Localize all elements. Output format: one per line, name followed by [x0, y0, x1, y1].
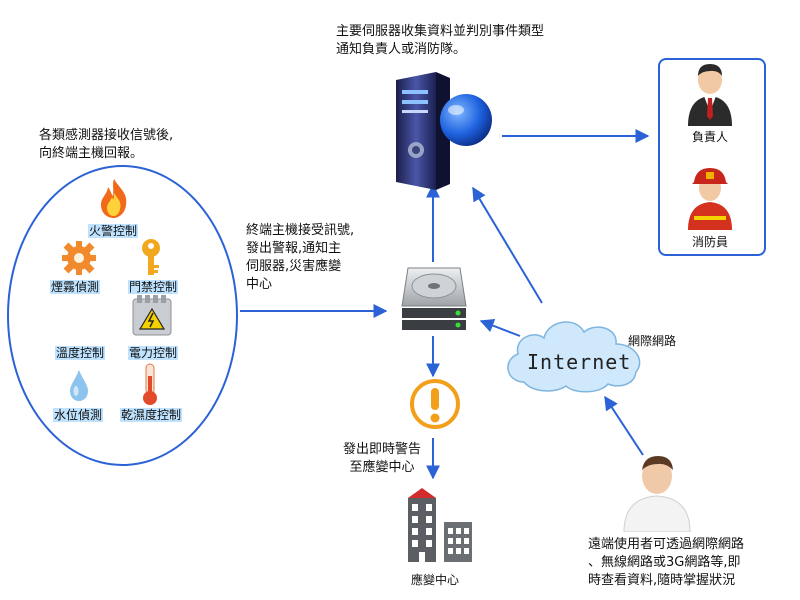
sensor-label-smoke: 煙霧偵測: [50, 280, 101, 294]
terminal-caption-line2: 發出警報,通知主: [246, 241, 342, 256]
alert-caption-line1: 發出即時警告: [342, 442, 421, 457]
server-caption-line2: 通知負責人或消防隊。: [336, 42, 467, 57]
remote-caption-line3: 時查看資料,隨時掌握狀況: [588, 573, 736, 588]
response-center-label: 應變中心: [411, 573, 460, 587]
sensor-label-water: 水位偵測: [53, 408, 104, 422]
remote-caption: 遠端使用者可透過網際網路 、無線網路或3G網路等,即 時查看資料,隨時掌握狀況: [588, 536, 744, 590]
sensors-ellipse: [7, 165, 238, 466]
alert-caption-line2: 至應變中心: [349, 460, 415, 475]
terminal-caption-line4: 中心: [246, 277, 273, 292]
sensor-label-power: 電力控制: [128, 346, 179, 360]
role-label-firefighter: 消防員: [692, 235, 729, 249]
alert-icon: [410, 379, 460, 429]
water-drop-icon: [70, 370, 88, 401]
sensor-label-humidity: 乾濕度控制: [120, 408, 183, 422]
server-caption: 主要伺服器收集資料並判別事件類型 通知負責人或消防隊。: [336, 23, 544, 59]
sensor-label-door: 門禁控制: [128, 280, 179, 294]
response-center-building-icon: [408, 488, 472, 562]
terminal-host-icon: [401, 267, 467, 330]
server-caption-line1: 主要伺服器收集資料並判別事件類型: [336, 24, 545, 39]
internet-cloud-icon: [507, 321, 641, 393]
manager-icon: [688, 64, 732, 126]
fire-icon: [101, 179, 127, 218]
power-meter-icon: [132, 295, 172, 336]
sensor-label-temp: 溫度控制: [55, 346, 106, 360]
terminal-caption-line1: 終端主機接受訊號,: [246, 223, 355, 238]
thermometer-icon: [143, 363, 157, 405]
arrow-internet-to-server: [472, 186, 543, 304]
terminal-caption: 終端主機接受訊號, 發出警報,通知主 伺服器,災害應變 中心: [246, 222, 354, 294]
arrow-internet-to-terminal: [479, 318, 521, 337]
arrow-remote-to-internet: [604, 395, 644, 456]
sensor-label-fire: 火警控制: [88, 224, 139, 238]
alert-caption: 發出即時警告 至應變中心: [336, 441, 428, 477]
sensors-caption-line1: 各類感測器接收信號後,: [39, 128, 174, 143]
firefighter-icon: [688, 168, 732, 230]
sensors-caption: 各類感測器接收信號後, 向終端主機回報。: [39, 127, 173, 163]
main-server-icon: [396, 72, 492, 190]
terminal-caption-line3: 伺服器,災害應變: [246, 259, 342, 274]
role-label-responsible: 負責人: [692, 130, 729, 144]
roles-box: [658, 58, 766, 256]
remote-caption-line1: 遠端使用者可透過網際網路: [588, 537, 745, 552]
internet-label: 網際網路: [628, 334, 677, 348]
remote-user-icon: [623, 456, 691, 532]
remote-caption-line2: 、無線網路或3G網路等,即: [588, 555, 741, 570]
key-icon: [142, 239, 160, 275]
internet-cloud-text: Internet: [527, 350, 632, 374]
smoke-detector-icon: [62, 241, 96, 275]
sensors-caption-line2: 向終端主機回報。: [39, 146, 144, 161]
